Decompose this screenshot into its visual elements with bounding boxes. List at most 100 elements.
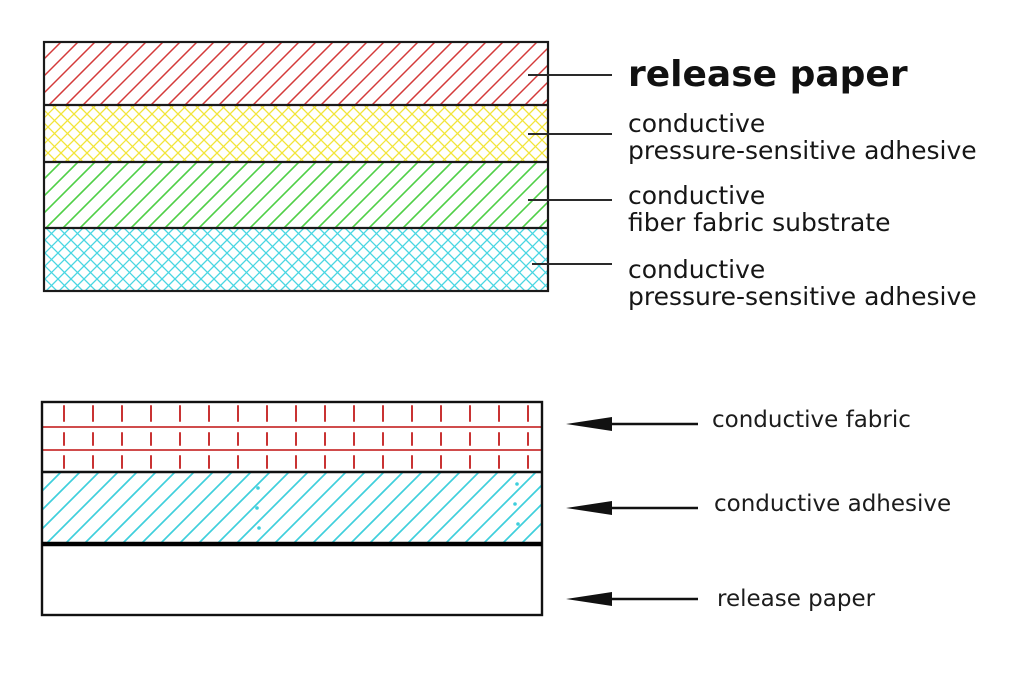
hatch-line: [354, 42, 419, 105]
hatch-line: [376, 105, 435, 162]
hatch-line: [103, 105, 162, 162]
hatch-line: [44, 228, 71, 255]
hatch-line: [79, 162, 147, 228]
hatch-line: [454, 105, 513, 162]
hatch-line: [129, 105, 188, 162]
left-arrow-icon: [566, 501, 698, 515]
hatch-line: [181, 162, 249, 228]
hatch-line: [252, 42, 317, 105]
hatch-line: [402, 105, 461, 162]
top-layer-release-paper: [44, 42, 622, 105]
hatch-line: [197, 472, 271, 544]
label-fiber-fabric: conductive fiber fabric substrate: [628, 182, 890, 236]
hatch-line: [168, 105, 227, 162]
hatch-line: [300, 162, 368, 228]
left-arrow-icon: [566, 417, 698, 431]
hatch-line: [64, 105, 123, 162]
hatch-line: [456, 42, 521, 105]
hatch-line: [82, 42, 147, 105]
hatch-line: [504, 183, 548, 228]
hatch-line: [292, 472, 366, 544]
hatch-line: [44, 135, 71, 162]
hatch-line: [136, 228, 201, 291]
hatch-line: [178, 472, 252, 544]
hatch-line: [480, 105, 539, 162]
hatch-line: [194, 105, 253, 162]
hatch-line: [317, 162, 385, 228]
hatch-line: [110, 228, 175, 291]
hatch-line: [90, 105, 149, 162]
hatch-line: [44, 109, 97, 162]
label-adhesive-lower-line1: conductive: [628, 255, 766, 284]
hatch-line: [279, 228, 344, 291]
hatch-line: [167, 42, 232, 105]
hatch-line: [368, 472, 442, 544]
hatch-line: [521, 200, 548, 228]
hatch-line: [566, 228, 629, 291]
bottom-arrows: [566, 417, 698, 606]
hatch-line: [150, 42, 215, 105]
hatch-line: [259, 105, 318, 162]
hatch-line: [553, 228, 616, 291]
hatch-line: [539, 228, 548, 237]
hatch-line: [116, 42, 181, 105]
hatch-line: [99, 42, 164, 105]
hatch-line: [44, 105, 71, 132]
bottom-stack-outline: [40, 400, 544, 617]
hatch-line: [113, 162, 181, 228]
hatch-line: [253, 228, 318, 291]
label-fiber-fabric-line1: conductive: [628, 181, 766, 210]
label-adhesive-upper: conductive pressure-sensitive adhesive: [628, 110, 977, 164]
hatch-line: [71, 228, 136, 291]
hatch-line: [385, 162, 453, 228]
hatch-line: [266, 162, 334, 228]
hatch-line: [405, 42, 470, 105]
hatch-line: [44, 42, 79, 78]
hatch-line: [422, 42, 487, 105]
hatch-line: [507, 63, 548, 105]
hatch-line: [220, 105, 279, 162]
hatch-line: [490, 46, 548, 105]
hatch-line: [474, 228, 539, 291]
hatch-line: [44, 162, 45, 164]
hatch-line: [334, 162, 402, 228]
hatch-line: [425, 472, 499, 544]
hatch-line: [526, 228, 548, 250]
hatch-line: [142, 105, 201, 162]
hatch-line: [559, 42, 622, 105]
label-conductive-adhesive: conductive adhesive: [714, 491, 952, 517]
hatch-line: [539, 282, 548, 291]
hatch-line: [467, 105, 526, 162]
hatch-line: [266, 228, 331, 291]
hatch-line: [357, 228, 422, 291]
hatch-line: [84, 228, 149, 291]
hatch-line: [487, 166, 548, 228]
hatch-line: [44, 42, 96, 95]
hatch-line: [532, 105, 548, 121]
hatch-line: [44, 105, 45, 106]
hatch-line: [235, 472, 309, 544]
hatch-line: [402, 162, 470, 228]
hatch-line: [44, 161, 45, 162]
hatch-line: [487, 228, 548, 289]
hatch-line: [83, 472, 157, 544]
hatch-line: [422, 228, 487, 291]
hatch-line: [45, 472, 119, 544]
hatch-line: [62, 162, 130, 228]
particle-dot: [257, 526, 261, 530]
hatch-line: [254, 472, 328, 544]
hatch-line: [524, 80, 548, 105]
hatch-line: [415, 105, 474, 162]
particle-dot: [515, 482, 519, 486]
hatch-line: [344, 228, 409, 291]
hatch-line: [123, 228, 188, 291]
hatch-line: [470, 162, 538, 228]
hatch-line: [286, 42, 351, 105]
hatch-line: [500, 228, 548, 276]
hatch-line: [44, 162, 62, 181]
hatch-line: [311, 105, 370, 162]
hatch-line: [44, 42, 45, 44]
hatch-line: [155, 105, 214, 162]
hatch-line: [51, 105, 110, 162]
hatch-line: [350, 105, 409, 162]
